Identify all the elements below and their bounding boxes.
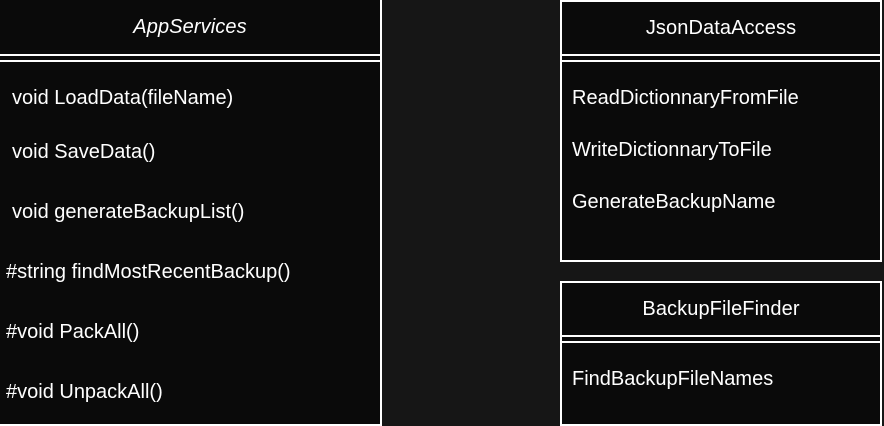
member-save-data: void SaveData() xyxy=(12,141,156,163)
class-backup-file-finder[interactable]: BackupFileFinder FindBackupFileNames xyxy=(560,281,882,426)
class-name-app-services: AppServices xyxy=(0,0,380,56)
member-load-data: void LoadData(fileName) xyxy=(12,87,234,109)
member-generate-backup-name: GenerateBackupName xyxy=(572,191,776,213)
member-write-dictionnary-to-file: WriteDictionnaryToFile xyxy=(572,139,772,161)
member-generate-backup-list: void generateBackupList() xyxy=(12,201,245,223)
member-find-most-recent-backup: #string findMostRecentBackup() xyxy=(6,261,291,283)
class-separator xyxy=(0,56,380,62)
class-app-services[interactable]: AppServices void LoadData(fileName) void… xyxy=(0,0,382,426)
member-read-dictionnary-from-file: ReadDictionnaryFromFile xyxy=(572,87,799,109)
class-json-data-access[interactable]: JsonDataAccess ReadDictionnaryFromFile W… xyxy=(560,0,882,262)
class-name-json-data-access: JsonDataAccess xyxy=(562,2,880,56)
class-separator xyxy=(562,337,880,343)
member-pack-all: #void PackAll() xyxy=(6,321,140,343)
class-name-backup-file-finder: BackupFileFinder xyxy=(562,283,880,337)
member-unpack-all: #void UnpackAll() xyxy=(6,381,163,403)
member-find-backup-file-names: FindBackupFileNames xyxy=(572,368,774,390)
class-separator xyxy=(562,56,880,62)
